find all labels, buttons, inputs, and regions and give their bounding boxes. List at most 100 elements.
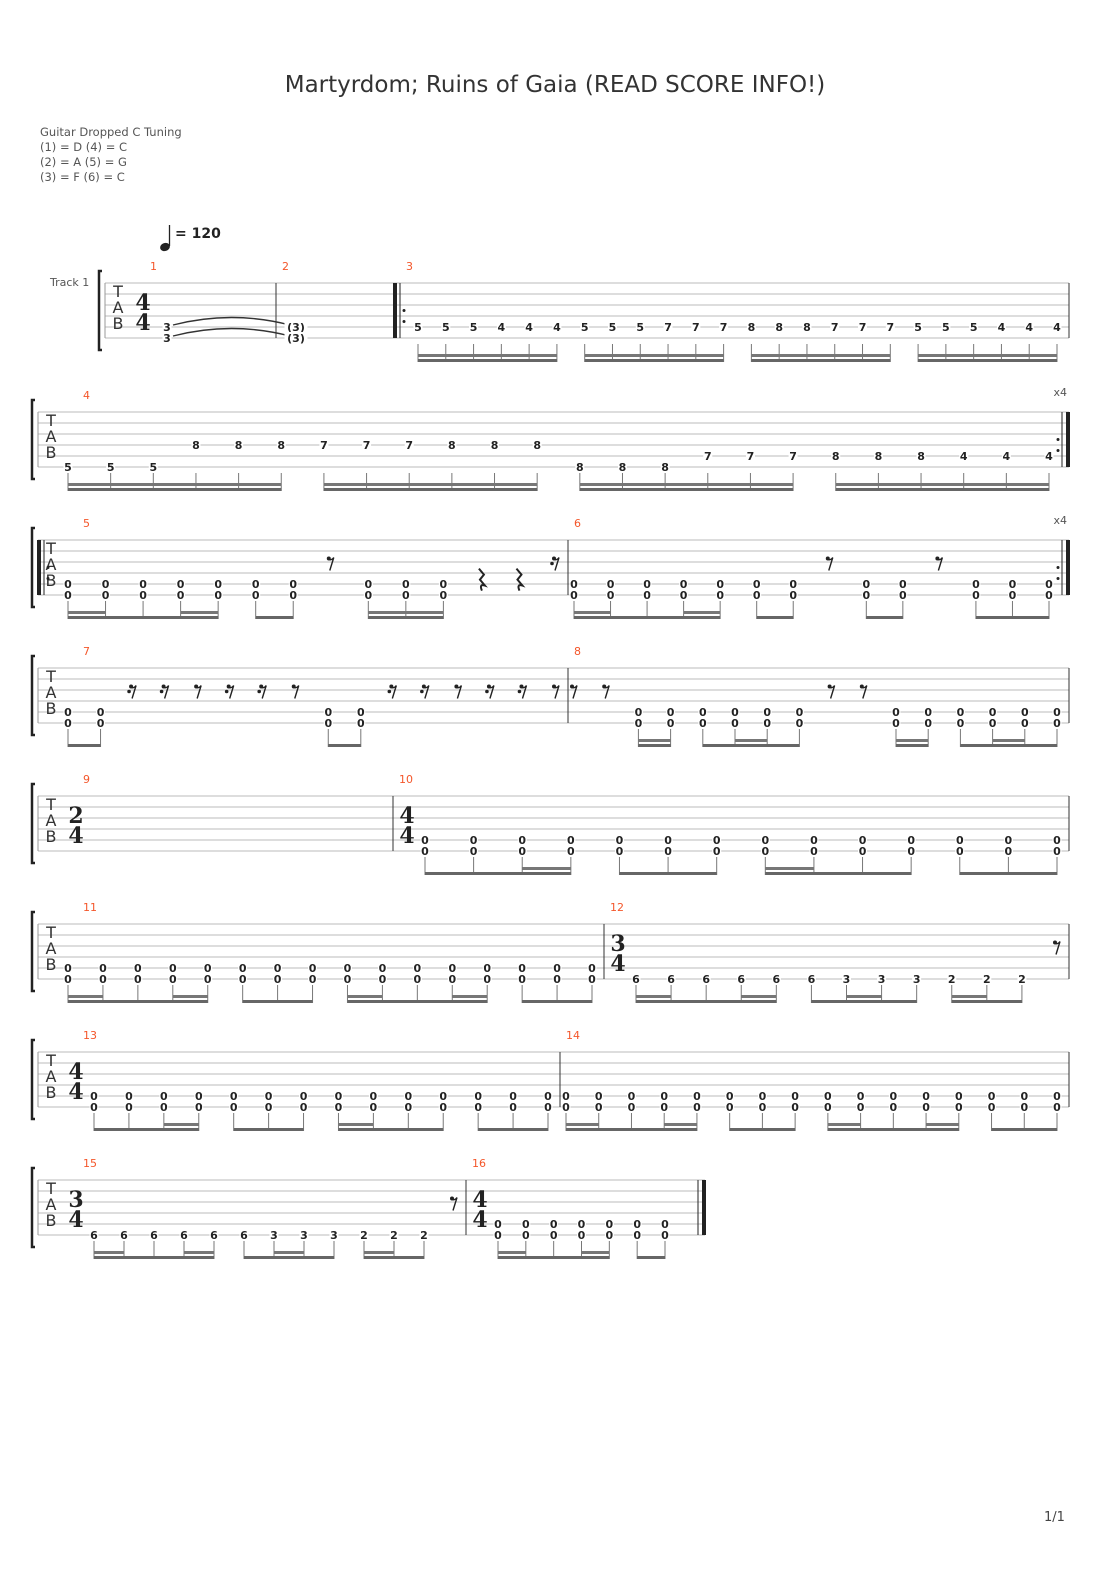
fret-bg [229, 1101, 239, 1112]
fret-number: 0 [763, 706, 771, 719]
fret-number: 0 [633, 1218, 641, 1231]
fret-bg [401, 589, 411, 600]
fret-number: 0 [661, 1229, 669, 1242]
fret-bg [323, 706, 333, 717]
fret-bg [356, 706, 366, 717]
fret-bg [1052, 1090, 1062, 1101]
fret-bg [633, 717, 643, 728]
fret-bg [524, 321, 534, 332]
measure-number: 2 [282, 260, 289, 273]
fret-number: 0 [252, 589, 260, 602]
fret-number: 0 [421, 834, 429, 847]
fret-number: 0 [230, 1090, 238, 1103]
fret-number: 3 [163, 332, 171, 345]
beam [702, 744, 800, 747]
measure-number: 13 [83, 1029, 97, 1042]
fret-bg [194, 1090, 204, 1101]
fret-number: 0 [796, 717, 804, 730]
beam [896, 744, 929, 747]
sixteenth-beam [951, 995, 987, 998]
fret-bg [276, 439, 286, 450]
fret-number: 0 [643, 578, 651, 591]
rest-flag [571, 685, 578, 699]
fret-number: (3) [287, 332, 305, 345]
sixteenth-beam [501, 354, 530, 357]
fret-bg [543, 1101, 553, 1112]
quarter-rest-icon [478, 567, 488, 591]
fret-bg [543, 1090, 553, 1101]
fret-number: 0 [344, 962, 352, 975]
fret-number: 0 [693, 1090, 701, 1103]
rest-flag [195, 685, 202, 699]
fret-bg [299, 1101, 309, 1112]
fret-number: 0 [578, 1218, 586, 1231]
sixteenth-beam [918, 354, 946, 357]
fret-number: 0 [633, 1229, 641, 1242]
fret-bg [752, 589, 762, 600]
fret-number: 0 [699, 717, 707, 730]
sixteenth-beam [172, 995, 208, 998]
tuning-info: Guitar Dropped C Tuning (1) = D (4) = C … [40, 125, 182, 185]
fret-bg [1007, 589, 1017, 600]
rest-dot [159, 689, 164, 694]
tab-clef-letter: T [112, 282, 123, 301]
fret-number: 0 [470, 845, 478, 858]
time-signature-top: 3 [610, 931, 625, 957]
fret-bg [891, 717, 901, 728]
fret-bg [660, 1218, 670, 1229]
fret-number: 0 [716, 589, 724, 602]
fret-bg [251, 578, 261, 589]
fret-number: 0 [759, 1101, 767, 1114]
fret-bg [760, 845, 770, 856]
sixteenth-beam [153, 483, 196, 486]
beam [574, 616, 721, 619]
fret-number: 5 [636, 321, 644, 334]
fret-bg [856, 1101, 866, 1112]
system-bracket [97, 269, 102, 352]
tab-clef-letter: T [45, 667, 56, 686]
fret-number: 0 [239, 962, 247, 975]
fret-number: 8 [748, 321, 756, 334]
fret-bg [626, 1090, 636, 1101]
fret-number: 0 [439, 1090, 447, 1103]
fret-bg [359, 1229, 369, 1240]
fret-bg [333, 1101, 343, 1112]
sixteenth-beam [878, 483, 922, 486]
rest-dot [387, 689, 392, 694]
fret-bg [898, 589, 908, 600]
fret-number: 0 [448, 973, 456, 986]
fret-bg [413, 321, 423, 332]
fret-bg [712, 845, 722, 856]
beam [233, 1128, 304, 1131]
fret-number: 6 [667, 973, 675, 986]
rest-flag [293, 685, 300, 699]
beam [347, 1000, 488, 1003]
fret-number: 4 [1053, 321, 1061, 334]
tab-clef-letter: B [46, 1083, 57, 1102]
time-signature-bottom: 4 [472, 1207, 487, 1233]
fret-bg [342, 973, 352, 984]
measure-number: 14 [566, 1029, 580, 1042]
rest-dot [420, 689, 424, 694]
fret-bg [566, 834, 576, 845]
fret-number: 0 [300, 1101, 308, 1114]
fret-bg [877, 973, 887, 984]
rest-dot [257, 689, 262, 694]
fret-number: 4 [998, 321, 1006, 334]
fret-number: 0 [1053, 706, 1061, 719]
score-title: Martyrdom; Ruins of Gaia (READ SCORE INF… [284, 72, 826, 98]
tie-arc [172, 316, 291, 326]
tab-clef-letter: T [45, 539, 56, 558]
fret-bg [149, 1229, 159, 1240]
fret-bg [888, 1090, 898, 1101]
fret-number: 0 [518, 962, 526, 975]
fret-number: 0 [335, 1101, 343, 1114]
rest-flag [163, 685, 170, 699]
fret-number: 0 [989, 717, 997, 730]
fret-bg [607, 321, 617, 332]
fret-number: 4 [960, 450, 968, 463]
fret-number: 0 [643, 589, 651, 602]
fret-bg [159, 1090, 169, 1101]
fret-number: 0 [177, 578, 185, 591]
fret-number: 0 [494, 1229, 502, 1242]
